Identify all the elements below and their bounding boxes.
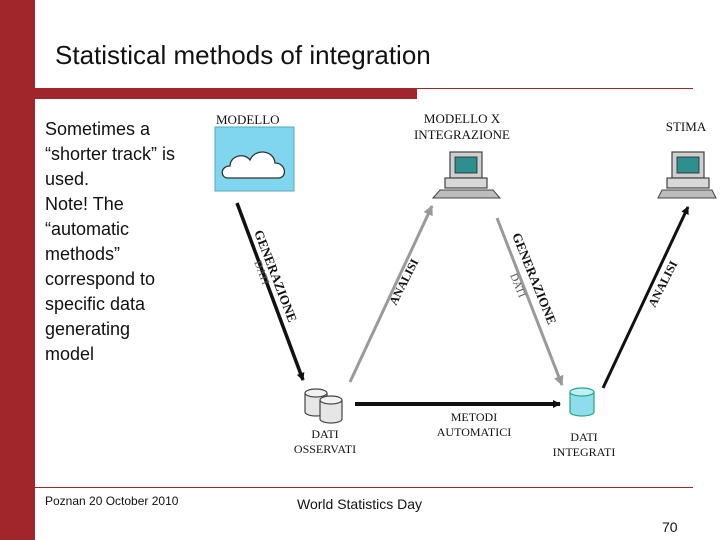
node-label-osservati: OSSERVATI bbox=[294, 442, 356, 456]
edge-label-dati-2: DATI bbox=[507, 272, 528, 300]
database-icon bbox=[304, 388, 343, 424]
computer-icon bbox=[657, 151, 717, 199]
body-text: Sometimes a “shorter track” is used. Not… bbox=[45, 117, 210, 367]
title-accent-block bbox=[35, 89, 417, 99]
left-accent-bar bbox=[0, 0, 35, 540]
body-line: “automatic bbox=[45, 219, 130, 239]
body-line: specific data bbox=[45, 294, 146, 314]
footer-date: Poznan 20 October 2010 bbox=[45, 494, 179, 508]
body-line: “shorter track” is bbox=[45, 144, 176, 164]
arrow-analisi-2 bbox=[601, 206, 690, 389]
arrow-generazione-dati-2 bbox=[495, 217, 564, 386]
node-label-integrati: INTEGRATI bbox=[553, 445, 616, 459]
footer-rule bbox=[35, 487, 693, 488]
node-label-dati-integrati: DATI bbox=[570, 430, 597, 444]
body-line: generating bbox=[45, 319, 131, 339]
body-line: correspond to bbox=[45, 269, 156, 289]
computer-icon bbox=[431, 151, 502, 199]
node-label-modello: MODELLO bbox=[216, 112, 280, 127]
body-line: methods” bbox=[45, 244, 121, 264]
body-line: model bbox=[45, 344, 95, 364]
cloud-icon bbox=[214, 126, 295, 192]
page-number: 70 bbox=[662, 519, 678, 535]
arrow-generazione-dati-1 bbox=[235, 202, 305, 381]
node-label-integrazione: INTEGRAZIONE bbox=[414, 127, 510, 142]
body-line: used. bbox=[45, 169, 90, 189]
body-line: Note! The bbox=[45, 194, 124, 214]
edge-label-automatici: AUTOMATICI bbox=[437, 425, 511, 439]
node-label-dati-osservati: DATI bbox=[311, 427, 338, 441]
body-line: Sometimes a bbox=[45, 119, 151, 139]
footer-event: World Statistics Day bbox=[297, 496, 422, 512]
node-label-modello-x: MODELLO X bbox=[424, 111, 501, 126]
database-icon bbox=[569, 387, 595, 417]
node-label-stima: STIMA bbox=[666, 119, 707, 134]
slide-title: Statistical methods of integration bbox=[55, 40, 431, 70]
arrow-analisi-1 bbox=[348, 205, 434, 383]
title-rule bbox=[35, 88, 693, 89]
edge-label-metodi: METODI bbox=[451, 410, 497, 424]
